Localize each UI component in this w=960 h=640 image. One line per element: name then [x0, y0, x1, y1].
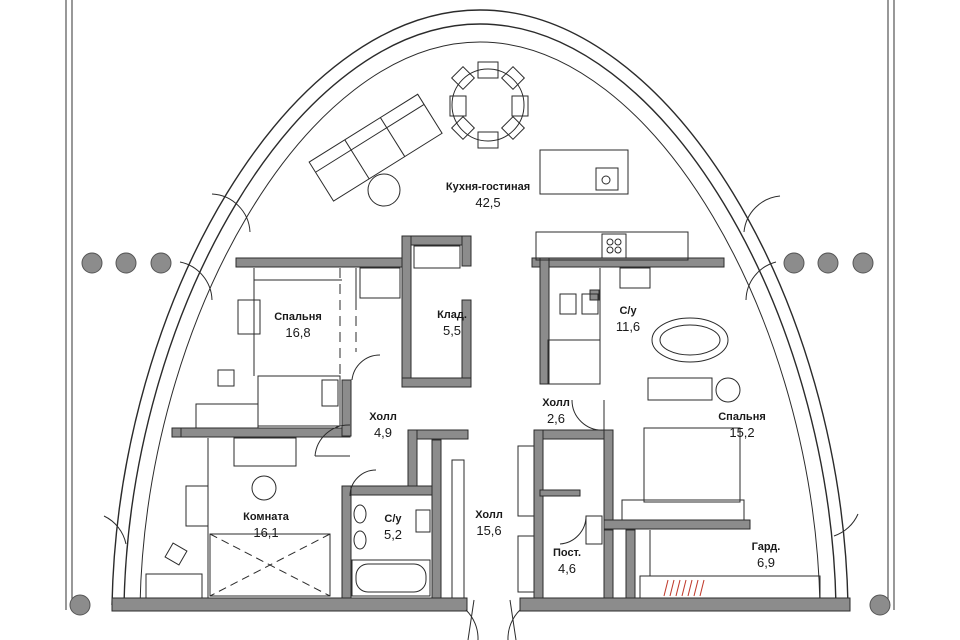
columns	[69, 252, 891, 616]
room-name: Холл	[369, 411, 397, 423]
facade-lines	[65, 0, 895, 610]
room-label-bathroom-small: С/у 5,2	[383, 513, 403, 542]
room-area: 42,5	[475, 194, 501, 210]
room-label-room: Комната 16,1	[243, 511, 289, 540]
column-left-3	[150, 252, 172, 274]
arch-shell	[111, 9, 849, 606]
column-bottom-left	[69, 594, 91, 616]
doors	[103, 193, 859, 640]
column-left-1	[81, 252, 103, 274]
room-name: Клад.	[437, 309, 467, 321]
column-right-3	[852, 252, 874, 274]
room-label-bedroom-left: Спальня 16,8	[274, 311, 322, 340]
furniture	[145, 61, 821, 599]
dining-table	[451, 68, 525, 142]
column-right-1	[783, 252, 805, 274]
room-name: Спальня	[718, 411, 766, 423]
room-area: 15,2	[729, 424, 755, 440]
room-name: С/у	[619, 305, 637, 317]
room-label-wardrobe: Гард. 6,9	[751, 541, 781, 570]
column-left-2	[115, 252, 137, 274]
column-bottom-right	[869, 594, 891, 616]
room-area: 16,8	[285, 324, 311, 340]
room-name: С/у	[384, 513, 402, 525]
room-label-pantry: Пост. 4,6	[552, 547, 582, 576]
room-area: 16,1	[253, 524, 279, 540]
room-area: 4,6	[557, 560, 577, 576]
room-label-bedroom-right: Спальня 15,2	[718, 411, 766, 440]
wardrobe-hatch	[663, 579, 705, 597]
room-name: Комната	[243, 511, 289, 523]
room-name: Пост.	[552, 547, 582, 559]
room-area: 2,6	[546, 410, 566, 426]
room-area: 11,6	[615, 318, 641, 334]
room-name: Холл	[475, 509, 503, 521]
room-name: Гард.	[751, 541, 781, 553]
room-name: Холл	[542, 397, 570, 409]
room-label-storage: Клад. 5,5	[437, 309, 467, 338]
room-area: 15,6	[476, 522, 502, 538]
column-right-2	[817, 252, 839, 274]
room-name: Спальня	[274, 311, 322, 323]
room-label-bathroom-right: С/у 11,6	[615, 305, 641, 334]
walls	[111, 235, 851, 612]
room-area: 6,9	[756, 554, 776, 570]
room-area: 4,9	[373, 424, 393, 440]
room-label-hall-right: Холл 2,6	[542, 397, 570, 426]
room-label-hall-main: Холл 15,6	[475, 509, 503, 538]
room-name: Кухня-гостиная	[445, 181, 531, 193]
room-area: 5,5	[442, 322, 462, 338]
room-label-kitchen-living: Кухня-гостиная 42,5	[445, 181, 531, 210]
room-area: 5,2	[383, 526, 403, 542]
room-label-hall-small: Холл 4,9	[369, 411, 397, 440]
